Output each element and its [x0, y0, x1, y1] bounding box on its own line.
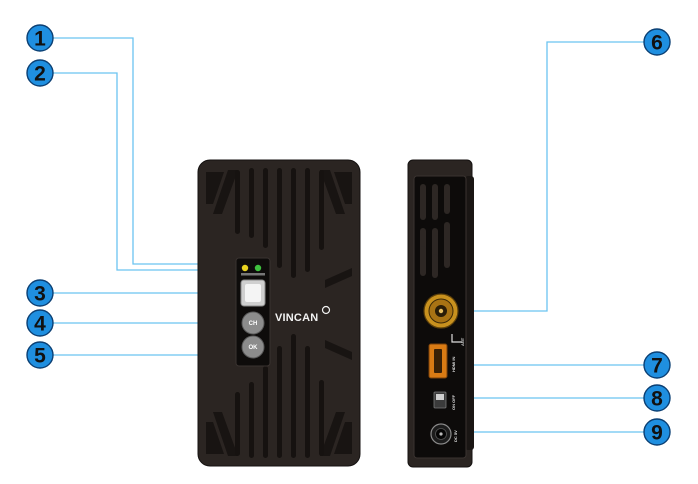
- callout-3: 3: [26, 279, 54, 307]
- led-caption-strip: [241, 273, 265, 276]
- device-front-view: CH OK VINCAN: [197, 159, 361, 467]
- leader-line-1: [52, 37, 252, 265]
- callout-5: 5: [26, 341, 54, 369]
- side-grooves: [420, 184, 450, 278]
- callout-badges: 1 2 3 4 5 6 7 8: [26, 24, 671, 446]
- ok-button-label: OK: [249, 345, 259, 351]
- antenna-icon: [451, 334, 462, 343]
- callout-6: 6: [643, 28, 671, 56]
- front-top-grooves: [235, 168, 324, 278]
- device-side-view: ANT HDMI IN ON OFF DC 5V: [407, 159, 474, 468]
- front-bottom-grooves: [235, 334, 324, 458]
- dc-label: DC 5V: [453, 430, 458, 442]
- svg-text:2: 2: [34, 63, 46, 86]
- callout-4: 4: [26, 309, 54, 337]
- ch-button-label: CH: [249, 321, 258, 327]
- antenna-connector[interactable]: [423, 293, 459, 329]
- front-corner-ridges: [206, 170, 352, 456]
- callout-9: 9: [643, 418, 671, 446]
- leader-lines: [52, 37, 645, 433]
- ch-button[interactable]: CH: [241, 311, 265, 335]
- switch-label: ON OFF: [451, 394, 456, 410]
- led-indicator-green: [254, 264, 262, 272]
- svg-text:9: 9: [651, 422, 663, 445]
- svg-text:1: 1: [34, 28, 46, 51]
- brand-logo-ring: [321, 305, 331, 315]
- svg-text:8: 8: [651, 388, 663, 411]
- dc-power-jack[interactable]: [430, 423, 452, 445]
- callout-7: 7: [643, 351, 671, 379]
- svg-text:4: 4: [34, 313, 46, 336]
- svg-text:6: 6: [651, 32, 663, 55]
- brand-logo: VINCAN: [275, 312, 318, 324]
- power-switch[interactable]: [433, 391, 447, 409]
- svg-text:3: 3: [34, 283, 46, 306]
- leader-line-2: [52, 72, 258, 271]
- front-side-ridges: [325, 268, 352, 360]
- svg-text:5: 5: [34, 345, 46, 368]
- hdmi-port[interactable]: [428, 343, 448, 379]
- callout-2: 2: [26, 59, 54, 87]
- ok-button[interactable]: OK: [241, 335, 265, 359]
- svg-text:7: 7: [651, 355, 663, 378]
- device-side-edge: [465, 176, 474, 450]
- display-window-inner: [245, 284, 261, 302]
- antenna-label: ANT: [460, 337, 465, 346]
- leader-line-6: [466, 41, 645, 312]
- hdmi-label: HDMI IN: [451, 357, 456, 372]
- led-indicator-yellow: [241, 264, 249, 272]
- callout-8: 8: [643, 384, 671, 412]
- callout-1: 1: [26, 24, 54, 52]
